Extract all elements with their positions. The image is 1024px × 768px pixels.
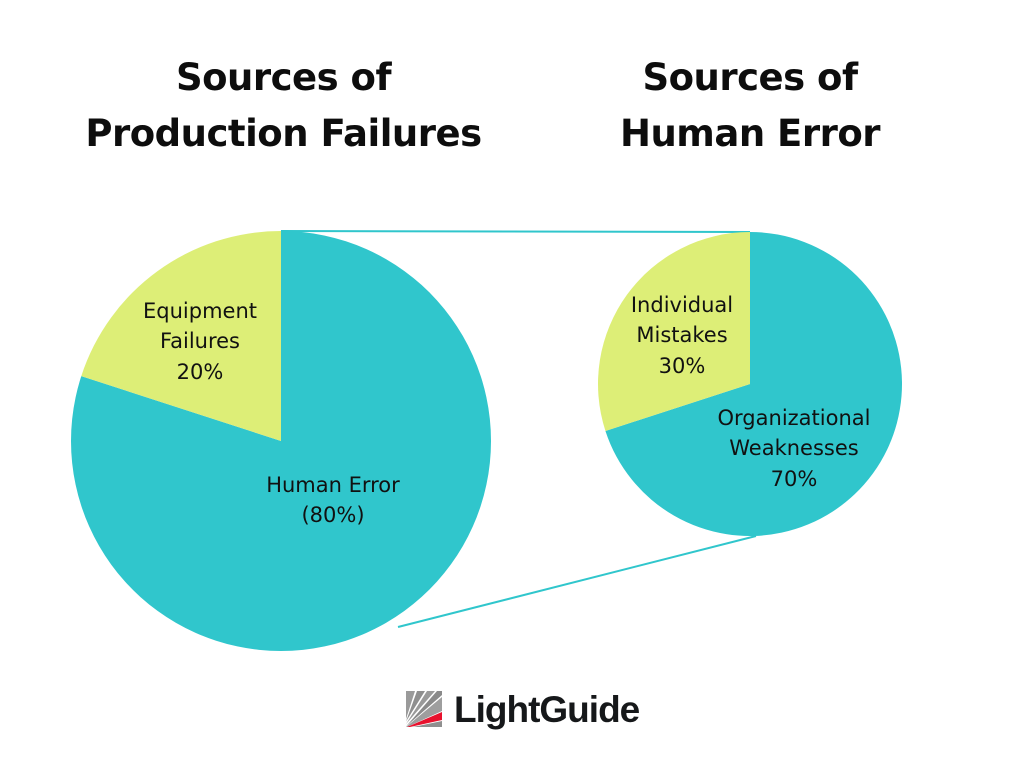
page-title-production-failures: Sources of Production Failures — [85, 56, 482, 155]
lightguide-logo: LightGuide — [404, 686, 640, 732]
lightguide-mark-icon — [404, 689, 444, 729]
callout-line-bottom — [397, 535, 757, 628]
pie-slice-equipment-failures[interactable] — [81, 231, 281, 441]
pie-slice-human-error[interactable] — [71, 231, 492, 651]
page-title-human-error: Sources of Human Error — [620, 56, 881, 155]
pie-slice-organizational-weaknesses[interactable] — [605, 232, 903, 536]
pie-chart-human-error — [598, 232, 903, 536]
pie-chart-production-failures — [71, 231, 492, 651]
lightguide-wordmark: LightGuide — [454, 688, 640, 730]
pie-slice-individual-mistakes[interactable] — [598, 232, 750, 431]
callout-line-top — [280, 230, 751, 233]
